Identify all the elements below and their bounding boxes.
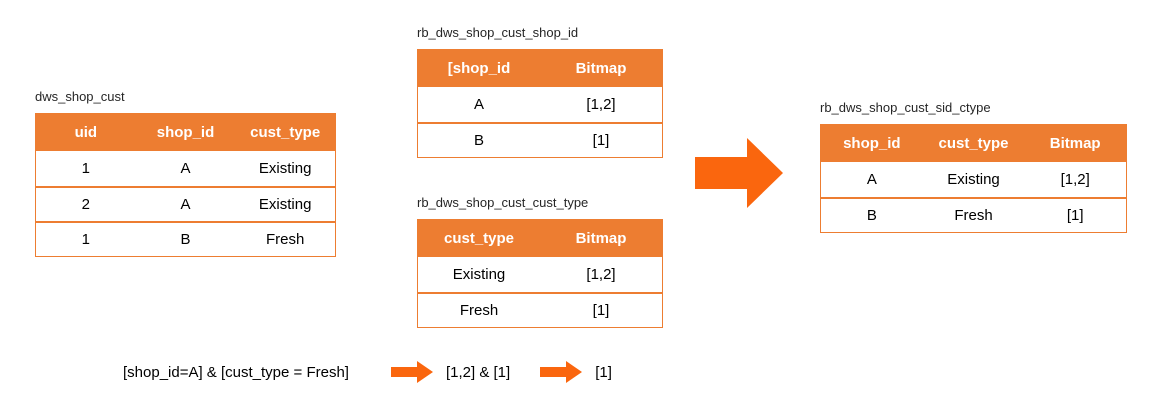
- query-evaluation-row: [shop_id=A] & [cust_type = Fresh] [1,2] …: [123, 361, 612, 383]
- table-cell: [1,2]: [1060, 171, 1090, 188]
- column-header-cust-type: cust_type: [250, 124, 321, 141]
- table-row: 1 A Existing: [36, 151, 335, 186]
- table-header-row: shop_id cust_type Bitmap: [821, 125, 1126, 162]
- table-row: B Fresh [1]: [821, 197, 1126, 232]
- table-header-row: uid shop_id cust_type: [36, 114, 335, 151]
- table-cell: B: [180, 231, 191, 248]
- table-cell: A: [473, 96, 484, 113]
- column-header-bitmap: Bitmap: [1049, 135, 1101, 152]
- table-rb-cust-type: cust_type Bitmap Existing [1,2] Fresh [1…: [417, 219, 663, 328]
- table-cell: 1: [81, 160, 90, 177]
- table-dws-shop-cust: uid shop_id cust_type 1 A Existing 2 A E…: [35, 113, 336, 257]
- table-row: 1 B Fresh: [36, 221, 335, 256]
- table-header-row: cust_type Bitmap: [418, 220, 662, 257]
- table-row: Existing [1,2]: [418, 257, 662, 292]
- result-arrow-icon: [540, 361, 583, 383]
- bitmap-and-expression: [1,2] & [1]: [445, 363, 511, 381]
- table-title-rb-sid-ctype: rb_dws_shop_cust_sid_ctype: [820, 100, 991, 115]
- table-cell: [1,2]: [586, 266, 616, 283]
- table-cell: Existing: [947, 171, 1000, 188]
- table-row: A Existing [1,2]: [821, 162, 1126, 197]
- table-cell: [1]: [592, 132, 610, 149]
- table-cell: Existing: [258, 160, 312, 177]
- table-cell: B: [866, 207, 877, 224]
- column-header-cust-type: cust_type: [443, 230, 515, 247]
- table-cell: 1: [81, 231, 90, 248]
- table-cell: Existing: [258, 196, 312, 213]
- table-rb-shop-id: [shop_id Bitmap A [1,2] B [1]: [417, 49, 663, 158]
- column-header-uid: uid: [74, 124, 98, 141]
- table-title-rb-cust-type: rb_dws_shop_cust_cust_type: [417, 195, 589, 210]
- table-title-rb-shop-id: rb_dws_shop_cust_shop_id: [417, 25, 579, 40]
- table-cell: [1]: [1066, 207, 1084, 224]
- column-header-shop-id: shop_id: [843, 135, 901, 152]
- bitmap-result: [1]: [595, 363, 612, 381]
- transform-arrow-icon: [695, 138, 783, 208]
- column-header-bitmap: Bitmap: [575, 230, 627, 247]
- table-rb-sid-ctype: shop_id cust_type Bitmap A Existing [1,2…: [820, 124, 1127, 233]
- table-cell: Fresh: [266, 231, 305, 248]
- table-cell: B: [473, 132, 484, 149]
- table-block-dws-shop-cust: dws_shop_cust uid shop_id cust_type 1 A …: [35, 88, 336, 257]
- table-cell: [1]: [592, 302, 610, 319]
- table-cell: Fresh: [954, 207, 993, 224]
- column-header-shop-id: shop_id: [156, 124, 215, 141]
- table-header-row: [shop_id Bitmap: [418, 50, 662, 87]
- table-cell: [1,2]: [586, 96, 616, 113]
- table-block-rb-sid-ctype: rb_dws_shop_cust_sid_ctype shop_id cust_…: [820, 99, 1127, 233]
- table-cell: 2: [81, 196, 90, 213]
- table-block-rb-cust-type: rb_dws_shop_cust_cust_type cust_type Bit…: [417, 194, 663, 328]
- table-row: Fresh [1]: [418, 292, 662, 327]
- filter-expression: [shop_id=A] & [cust_type = Fresh]: [123, 363, 349, 381]
- column-header-cust-type: cust_type: [938, 135, 1009, 152]
- column-header-bitmap: Bitmap: [575, 60, 627, 77]
- table-row: 2 A Existing: [36, 186, 335, 221]
- step-arrow-icon: [390, 361, 433, 383]
- table-cell: Fresh: [459, 302, 499, 319]
- table-row: B [1]: [418, 122, 662, 157]
- table-cell: Existing: [452, 266, 506, 283]
- table-cell: A: [866, 171, 877, 188]
- table-block-rb-shop-id: rb_dws_shop_cust_shop_id [shop_id Bitmap…: [417, 24, 663, 158]
- table-cell: A: [180, 196, 191, 213]
- column-header-shop-id: [shop_id: [447, 60, 511, 77]
- table-title-dws-shop-cust: dws_shop_cust: [35, 89, 125, 104]
- table-cell: A: [180, 160, 191, 177]
- table-row: A [1,2]: [418, 87, 662, 122]
